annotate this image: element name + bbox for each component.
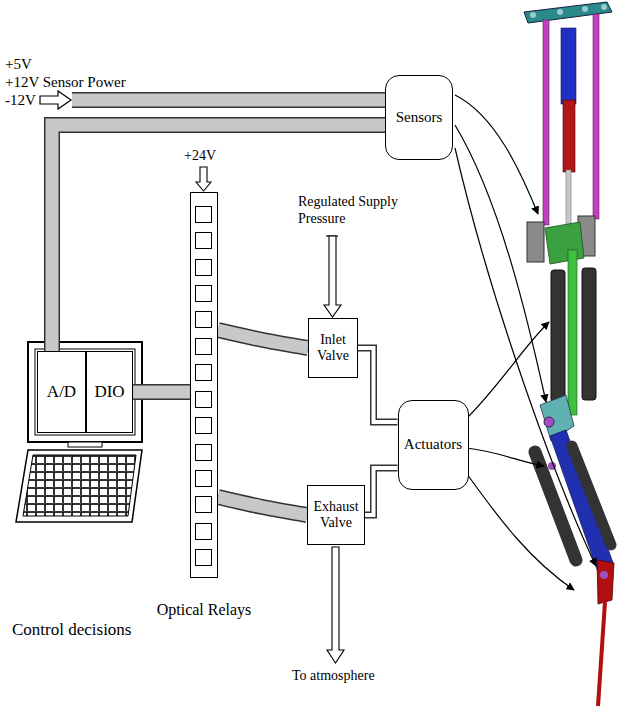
relay-cell [195, 206, 212, 223]
relay-cell [195, 391, 212, 408]
node-label: DIO [94, 382, 124, 402]
relay-cell [195, 470, 212, 487]
cable-band [218, 330, 308, 348]
air-line [358, 348, 398, 422]
node-label: Sensors [396, 109, 443, 126]
leader-arrows [455, 95, 596, 590]
power-arrow [40, 91, 71, 109]
relay-cell [195, 259, 212, 276]
relay-cell [195, 364, 212, 381]
valve-box: Exhaust Valve [307, 485, 365, 545]
voltage-label: +24V [184, 148, 216, 165]
relay-cell [195, 232, 212, 249]
connector-fill [218, 330, 308, 348]
relay-cell [195, 417, 212, 434]
exhaust-label: To atmosphere [292, 668, 375, 685]
voltage-label: +12V Sensor Power [5, 73, 126, 91]
pressure-arrow [324, 236, 341, 317]
connector-outline [133, 384, 190, 400]
dio-panel: DIO [86, 351, 133, 433]
node-caption: Optical Relays [157, 601, 252, 619]
supply-arrow [196, 167, 211, 191]
connector-fill [133, 386, 190, 399]
connector-outline [358, 348, 398, 422]
supply-label: Regulated Supply Pressure [298, 194, 398, 228]
actuator-block: Actuators [398, 400, 469, 490]
relay-cell [195, 523, 212, 540]
connector-outline [365, 468, 398, 515]
relay-cell [195, 311, 212, 328]
caption-label: Control decisions [12, 620, 131, 640]
voltage-label: +5V [5, 55, 32, 73]
adc-panel: A/D [37, 351, 86, 433]
sensor-block: Sensors [385, 75, 453, 160]
relay-cell [195, 285, 212, 302]
connector-outline [218, 330, 308, 348]
node-label: Inlet Valve [312, 332, 354, 364]
computer [16, 342, 142, 522]
power-band [72, 100, 386, 101]
exhaust-arrow [327, 547, 344, 663]
node-label: Actuators [404, 436, 462, 453]
air-line [365, 468, 398, 515]
connector-fill [365, 468, 398, 515]
robot-leg [524, 2, 614, 706]
connector-fill [358, 348, 398, 422]
voltage-label: -12V [5, 91, 36, 109]
cable-band [133, 392, 190, 393]
cable-band [218, 497, 307, 515]
valve-box: Inlet Valve [308, 318, 358, 378]
relay-cell [195, 338, 212, 355]
relay-cell [195, 444, 212, 461]
node-label: A/D [47, 382, 76, 402]
connector-outline [218, 497, 307, 515]
relay-cell [195, 549, 212, 566]
connector-fill [218, 497, 307, 515]
node-label: Exhaust Valve [311, 499, 361, 531]
relay-cell [195, 496, 212, 513]
relay-bank: Optical Relays [190, 192, 218, 578]
